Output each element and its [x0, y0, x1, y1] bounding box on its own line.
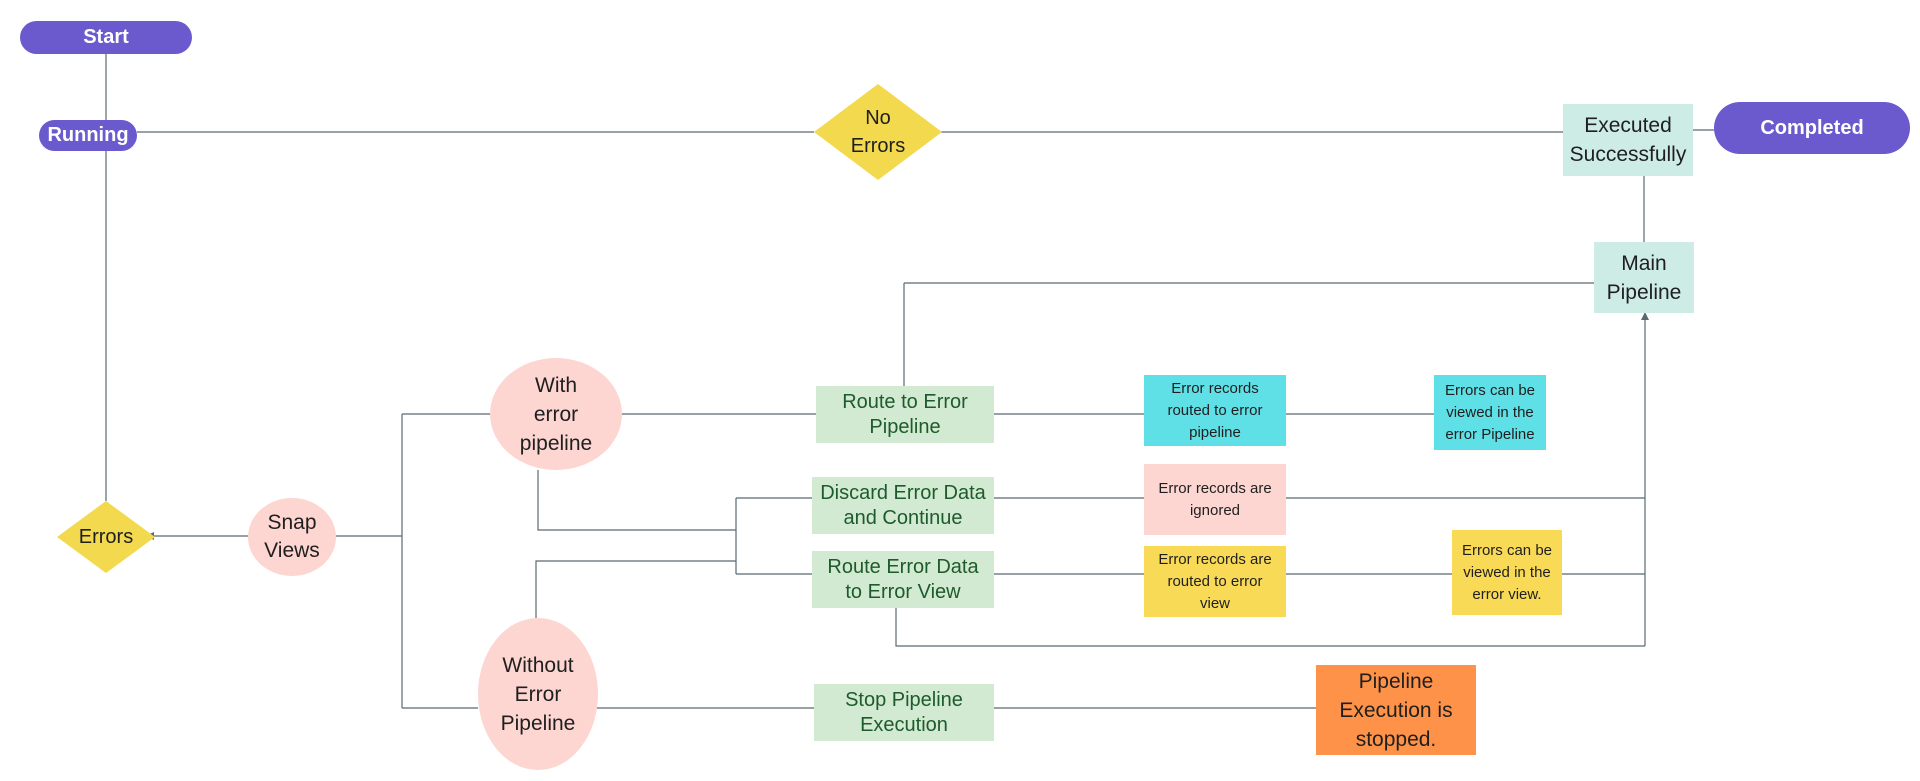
records-ignored-label: Error records are ignored — [1158, 479, 1272, 519]
route-to-error-pipeline-node: Route to Error Pipeline — [816, 386, 994, 443]
start-label: Start — [83, 26, 129, 48]
main-pipeline-label: Main Pipeline — [1606, 251, 1682, 304]
with-error-pipeline-label: With error pipeline — [519, 373, 593, 455]
discard-error-data-node: Discard Error Data and Continue — [812, 477, 994, 534]
stop-pipeline-label: Stop Pipeline Execution — [845, 688, 963, 736]
records-routed-pipeline-node: Error records routed to error pipeline — [1144, 375, 1286, 446]
no-errors-diamond: No Errors — [814, 84, 942, 180]
records-routed-view-label: Error records are routed to error view — [1158, 550, 1272, 612]
arrowhead-icon — [1641, 312, 1649, 320]
records-routed-pipeline-label: Error records routed to error pipeline — [1167, 379, 1263, 441]
executed-successfully-label: Executed Successfully — [1569, 114, 1687, 166]
with-error-pipeline-node: With error pipeline — [490, 358, 622, 470]
records-routed-view-node: Error records are routed to error view — [1144, 546, 1286, 617]
start-node: Start — [20, 21, 192, 54]
without-error-up-line — [535, 560, 736, 618]
without-error-pipeline-node: Without Error Pipeline — [478, 618, 598, 770]
completed-node: Completed — [1714, 102, 1910, 154]
main-pipeline-node: Main Pipeline — [1594, 242, 1694, 313]
running-label: Running — [47, 124, 129, 146]
diamond-shape — [814, 84, 942, 180]
snap-views-node: Snap Views — [248, 498, 336, 576]
route-to-error-pipeline-label: Route to Error Pipeline — [842, 390, 968, 438]
running-node: Running — [39, 120, 137, 151]
discard-error-data-label: Discard Error Data and Continue — [820, 481, 986, 529]
execution-stopped-label: Pipeline Execution is stopped. — [1339, 669, 1453, 751]
with-error-down-line — [537, 470, 736, 531]
route-error-data-view-node: Route Error Data to Error View — [812, 551, 994, 608]
completed-label: Completed — [1760, 116, 1864, 139]
executed-successfully-node: Executed Successfully — [1563, 104, 1693, 176]
viewed-error-view-node: Errors can be viewed in the error view. — [1452, 530, 1562, 615]
stop-pipeline-node: Stop Pipeline Execution — [814, 684, 994, 741]
no-errors-label: No Errors — [850, 107, 906, 157]
snap-views-label: Snap Views — [264, 511, 320, 562]
route-error-data-view-label: Route Error Data to Error View — [827, 555, 979, 603]
errors-diamond: Errors — [57, 501, 155, 573]
route-view-down-line — [895, 606, 1645, 647]
diamond-shape — [57, 501, 155, 573]
without-error-pipeline-label: Without Error Pipeline — [500, 653, 576, 735]
execution-stopped-node: Pipeline Execution is stopped. — [1316, 665, 1476, 755]
viewed-error-view-label: Errors can be viewed in the error view. — [1461, 541, 1553, 603]
viewed-error-pipeline-label: Errors can be viewed in the error Pipeli… — [1444, 381, 1536, 443]
viewed-error-pipeline-node: Errors can be viewed in the error Pipeli… — [1434, 375, 1546, 450]
records-ignored-node: Error records are ignored — [1144, 464, 1286, 535]
errors-label: Errors — [78, 525, 134, 548]
